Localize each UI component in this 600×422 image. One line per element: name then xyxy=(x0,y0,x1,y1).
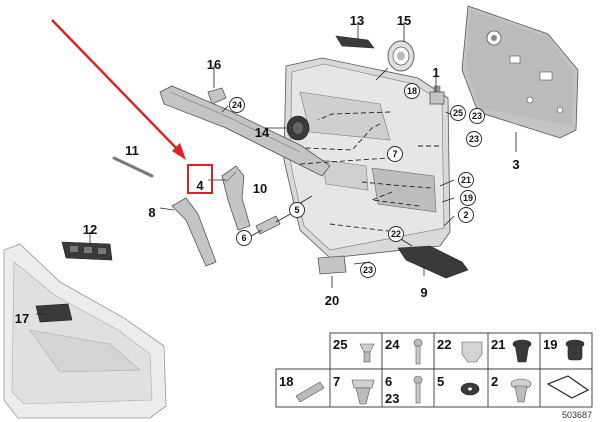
circled-callout-23: 23 xyxy=(469,108,485,124)
part-handle-bracket xyxy=(221,165,251,231)
legend-icon-24 xyxy=(413,338,423,365)
legend-icon-19 xyxy=(565,339,585,361)
fastener-legend: 25 24 22 21 19 18 7 6 5 2 23 xyxy=(275,332,593,408)
callout-14: 14 xyxy=(255,125,270,140)
legend-label-23: 23 xyxy=(385,391,399,406)
part-switch-16 xyxy=(207,87,227,105)
diagram-number: 503687 xyxy=(562,410,592,420)
circled-callout-25: 25 xyxy=(450,105,466,121)
svg-text:23: 23 xyxy=(472,111,482,121)
callout-12: 12 xyxy=(83,222,97,237)
legend-icon-18 xyxy=(295,381,325,403)
part-speaker xyxy=(286,115,310,141)
part-lamp xyxy=(317,255,347,275)
legend-icon-21 xyxy=(512,339,532,363)
legend-label-19: 19 xyxy=(543,337,557,352)
callout-3: 3 xyxy=(512,157,519,172)
callout-16: 16 xyxy=(207,57,221,72)
legend-icon-5 xyxy=(460,382,480,396)
circled-callout-18: 18 xyxy=(404,83,420,99)
svg-text:24: 24 xyxy=(232,100,242,110)
callout-11: 11 xyxy=(125,143,139,158)
circled-callout-21: 21 xyxy=(458,172,474,188)
legend-label-6: 6 xyxy=(385,374,392,389)
svg-text:7: 7 xyxy=(392,149,397,159)
highlight-box xyxy=(187,164,213,194)
svg-text:23: 23 xyxy=(469,134,479,144)
circled-callout-5: 5 xyxy=(289,202,305,218)
legend-label-2: 2 xyxy=(491,374,498,389)
circled-callout-19: 19 xyxy=(460,190,476,206)
callout-17: 17 xyxy=(15,311,29,326)
circled-callout-23: 23 xyxy=(466,131,482,147)
legend-icon-22 xyxy=(461,341,483,363)
legend-icon-6 xyxy=(413,375,423,404)
legend-icon-25 xyxy=(359,343,375,363)
part-thin-strip xyxy=(112,156,154,178)
svg-text:19: 19 xyxy=(463,193,473,203)
dashed-leaders xyxy=(299,111,440,233)
svg-text:25: 25 xyxy=(453,108,463,118)
legend-label-22: 22 xyxy=(437,337,451,352)
part-tweeter-ring xyxy=(387,40,415,72)
legend-icon-seal-strip xyxy=(546,375,590,399)
callout-20: 20 xyxy=(325,293,339,308)
red-arrow xyxy=(51,19,186,160)
part-insulation-panel xyxy=(461,5,579,152)
svg-text:21: 21 xyxy=(461,175,471,185)
part-switch-trim xyxy=(335,35,375,49)
part-clip-1 xyxy=(429,85,445,105)
callout-8: 8 xyxy=(148,205,155,220)
legend-label-7: 7 xyxy=(333,374,340,389)
circled-callout-7: 7 xyxy=(387,146,403,162)
svg-text:23: 23 xyxy=(363,265,373,275)
callout-4: 4 xyxy=(196,178,204,193)
legend-label-18: 18 xyxy=(279,374,293,389)
part-window-switch xyxy=(61,241,113,261)
legend-icon-7 xyxy=(351,379,375,405)
part-door-trim-panel xyxy=(283,57,451,259)
svg-text:6: 6 xyxy=(241,233,246,243)
callout-1: 1 xyxy=(432,65,439,80)
part-pocket-trim xyxy=(397,245,469,279)
legend-icon-2 xyxy=(510,378,532,403)
callout-13: 13 xyxy=(350,13,364,28)
circled-callout-6: 6 xyxy=(236,230,252,246)
part-door-panel-view xyxy=(3,243,167,419)
legend-label-5: 5 xyxy=(437,374,444,389)
part-grab-handle xyxy=(171,197,217,267)
legend-label-24: 24 xyxy=(385,337,400,352)
legend-label-21: 21 xyxy=(491,337,505,352)
part-armrest-trim xyxy=(159,85,331,177)
callout-15: 15 xyxy=(397,13,411,28)
callout-10: 10 xyxy=(253,181,267,196)
legend-label-25: 25 xyxy=(333,337,347,352)
circled-callout-23: 23 xyxy=(360,262,376,278)
svg-text:2: 2 xyxy=(463,210,468,220)
circled-callout-2: 2 xyxy=(458,207,474,223)
svg-text:5: 5 xyxy=(294,205,299,215)
svg-text:22: 22 xyxy=(391,229,401,239)
callout-9: 9 xyxy=(420,285,427,300)
circled-callout-24: 24 xyxy=(229,97,245,113)
part-screw-6 xyxy=(255,215,281,235)
circled-callout-22: 22 xyxy=(388,226,404,242)
svg-text:18: 18 xyxy=(407,86,417,96)
